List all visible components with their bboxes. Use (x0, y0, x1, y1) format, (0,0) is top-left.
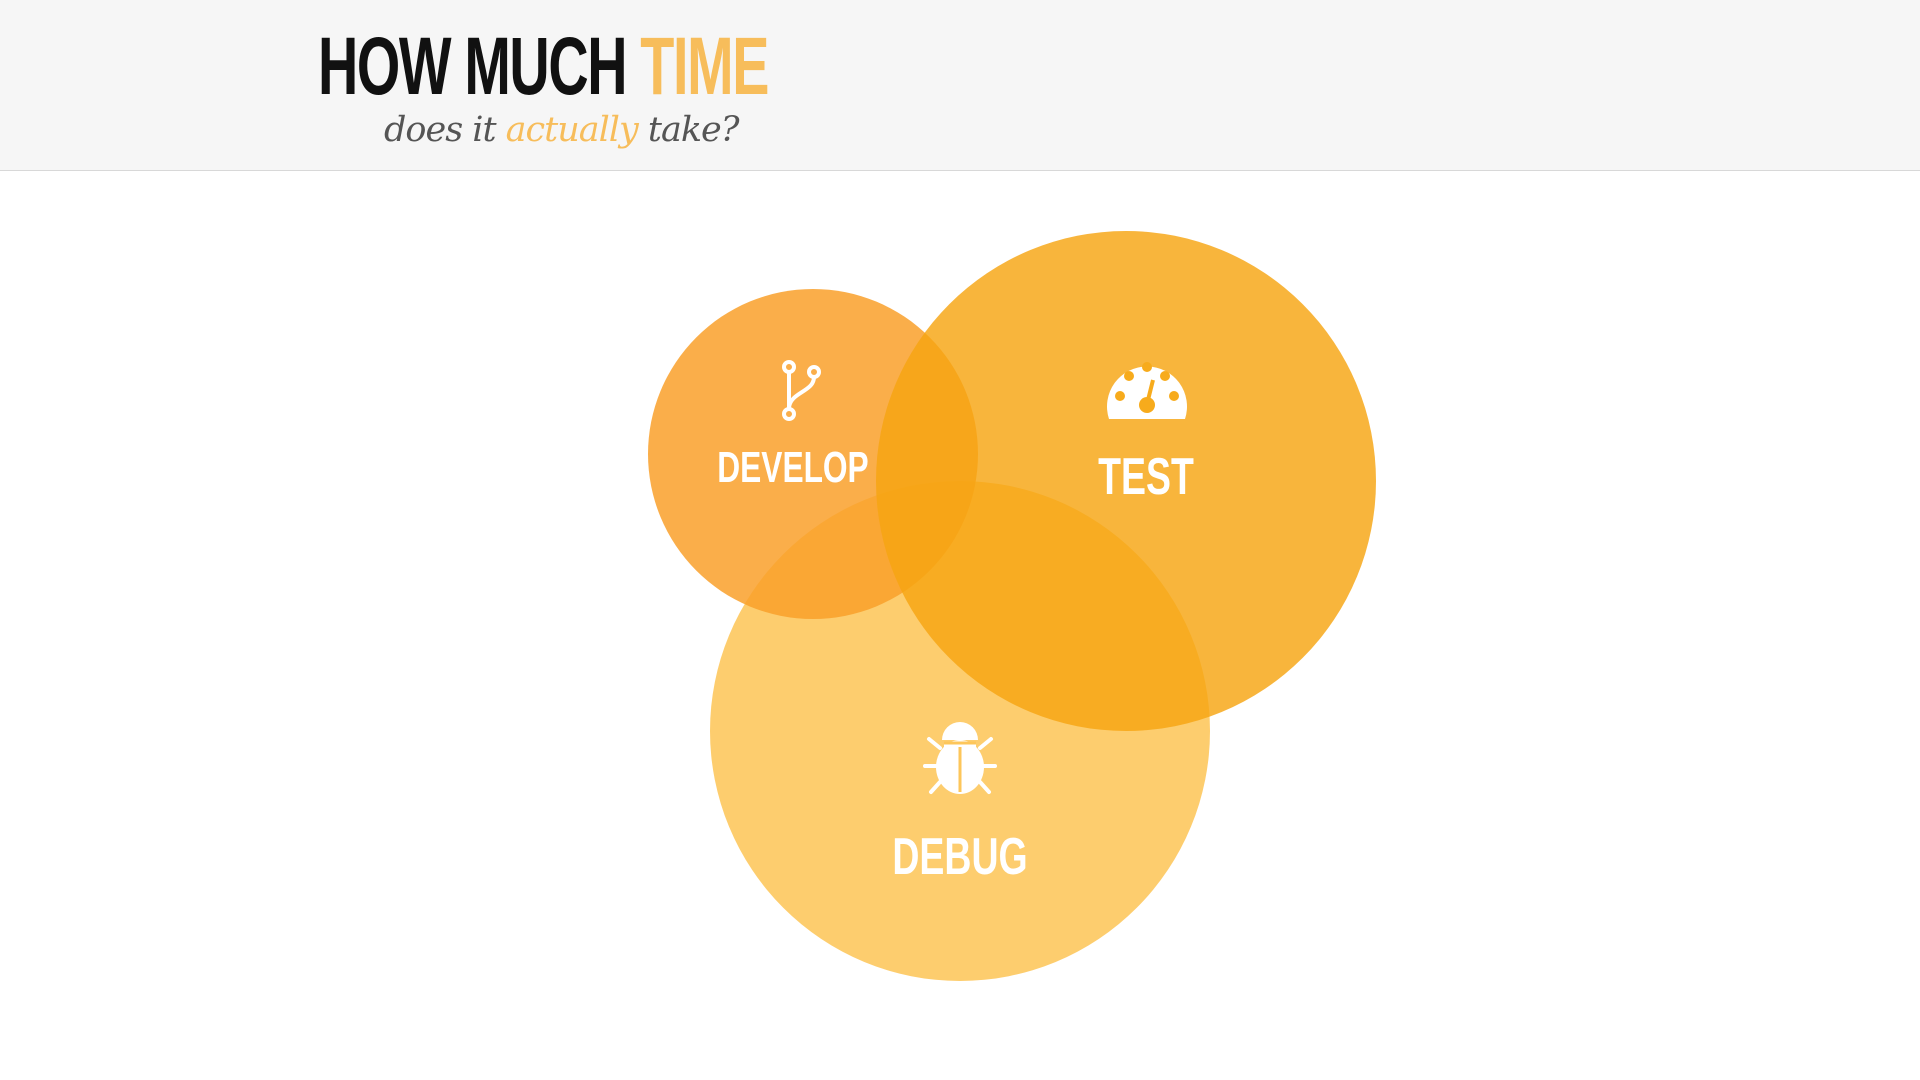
subtitle-before: does it (384, 110, 506, 150)
test-label: TEST (1098, 448, 1194, 506)
title-accent: TIME (640, 21, 769, 112)
subtitle-after: take? (637, 110, 740, 150)
subtitle-accent: actually (505, 110, 639, 150)
debug-label: DEBUG (892, 828, 1028, 886)
header-bar: HOW MUCH TIME does it actually take? (0, 0, 1920, 171)
develop-label: DEVELOP (717, 443, 869, 492)
page-subtitle: does it actually take? (384, 108, 740, 152)
speedometer-icon (1107, 362, 1187, 419)
git-branch-icon (782, 360, 821, 421)
page-title: HOW MUCH TIME (318, 21, 769, 112)
test-circle (876, 231, 1376, 731)
title-main: HOW MUCH (318, 21, 641, 112)
bug-icon (923, 722, 997, 794)
